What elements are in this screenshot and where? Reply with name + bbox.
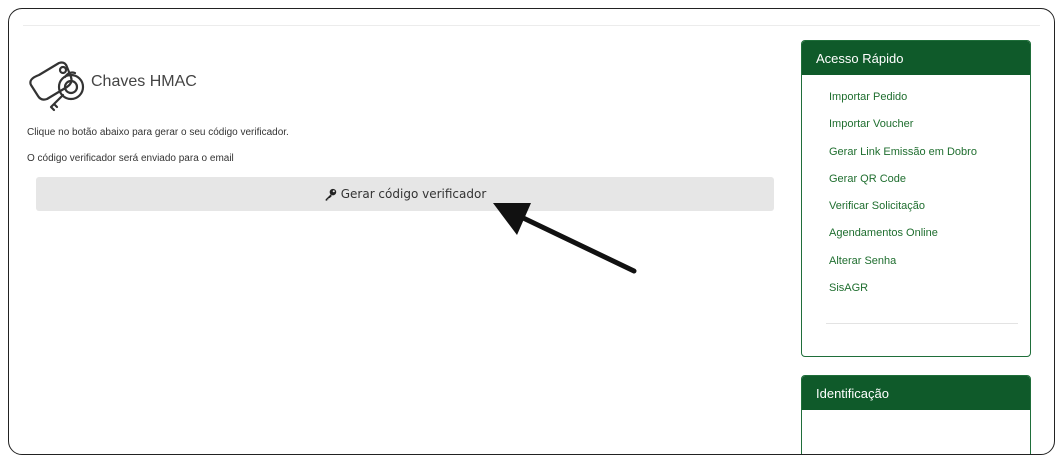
identification-panel: Identificação [801,375,1031,454]
keys-icon [29,61,85,112]
key-icon [325,188,336,201]
email-notice-text: O código verificador será enviado para o… [27,153,234,164]
quick-link-alterar-senha[interactable]: Alterar Senha [829,254,897,267]
quick-access-panel: Acesso Rápido Importar Pedido Importar V… [801,40,1031,357]
pointer-arrow-icon [493,203,637,274]
quick-access-title: Acesso Rápido [802,41,1030,75]
panel-divider [826,323,1018,324]
page-title: Chaves HMAC [91,73,197,90]
top-divider [23,25,1040,26]
identification-title: Identificação [802,376,1030,410]
quick-link-verificar-solicitacao[interactable]: Verificar Solicitação [829,200,925,213]
quick-link-qr-code[interactable]: Gerar QR Code [829,172,907,185]
quick-link-importar-voucher[interactable]: Importar Voucher [829,118,914,131]
app-frame: Chaves HMAC Clique no botão abaixo para … [8,8,1055,455]
main-content: Chaves HMAC Clique no botão abaixo para … [9,9,789,454]
generate-code-button[interactable]: Gerar código verificador [36,177,774,211]
quick-link-importar-pedido[interactable]: Importar Pedido [829,91,908,103]
hmac-header: Chaves HMAC [25,57,197,115]
quick-link-emissao-dobro[interactable]: Gerar Link Emissão em Dobro [829,145,977,158]
generate-code-button-label: Gerar código verificador [340,187,487,201]
quick-link-sisagr[interactable]: SisAGR [829,282,869,295]
quick-link-agendamentos[interactable]: Agendamentos Online [829,227,938,240]
instruction-text: Clique no botão abaixo para gerar o seu … [27,127,289,138]
quick-access-list: Importar Pedido Importar Voucher Gerar L… [802,75,1030,307]
